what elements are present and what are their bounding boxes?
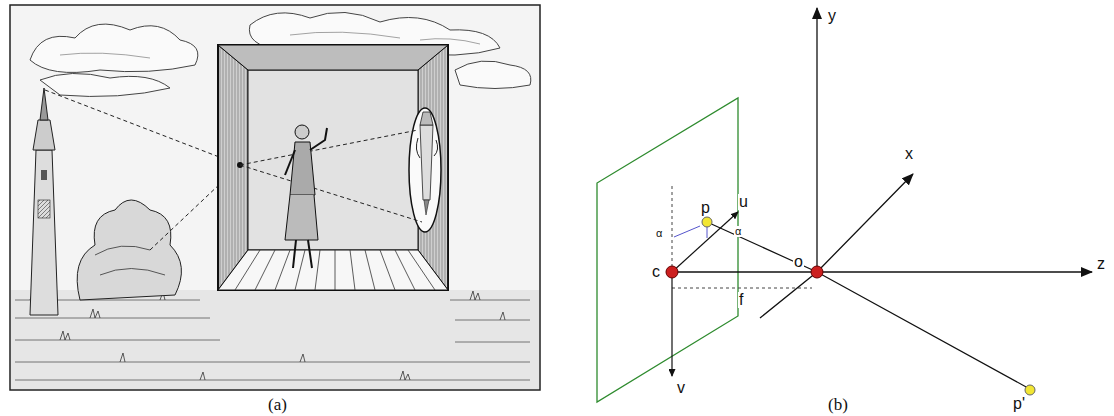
point-label: p' — [1012, 396, 1026, 412]
pinhole-model — [597, 8, 1092, 402]
panel-caption: (b) — [828, 396, 848, 413]
tree — [77, 200, 181, 300]
dark-room — [218, 45, 448, 290]
person — [285, 125, 327, 268]
angle-label: α — [655, 228, 663, 239]
axis-label: x — [904, 146, 914, 162]
point-label: c — [651, 264, 661, 280]
point-label: o — [793, 254, 804, 270]
inverted-tower — [416, 112, 437, 215]
camera-obscura-engraving — [10, 5, 540, 390]
point-label: p — [700, 200, 711, 216]
dimension-label: f — [738, 292, 744, 308]
axis-label: z — [1096, 256, 1106, 272]
axis-label: u — [738, 194, 749, 210]
axis-label: y — [827, 8, 837, 24]
tower — [30, 88, 58, 315]
axis-label: v — [676, 380, 686, 396]
panel-caption: (a) — [268, 396, 287, 413]
angle-label: α — [734, 226, 742, 237]
image-plane — [597, 98, 738, 402]
